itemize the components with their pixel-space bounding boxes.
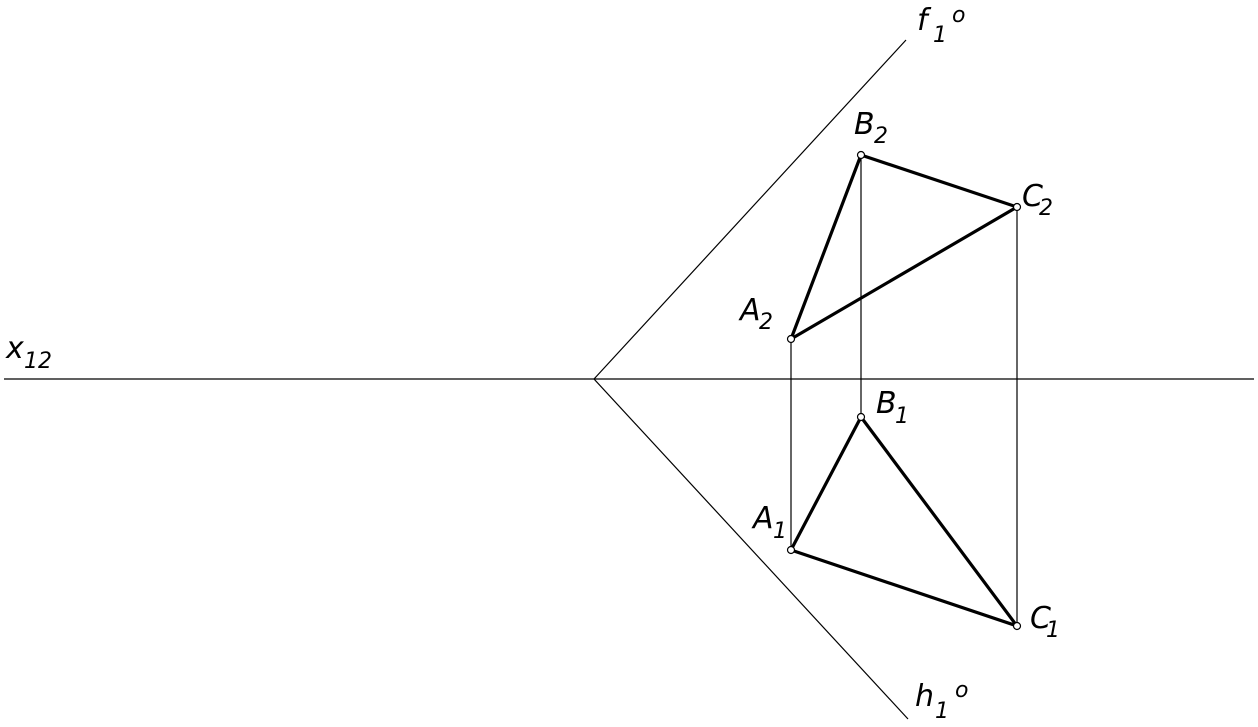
svg-text:o: o [952,3,965,28]
point-c2 [1012,202,1022,212]
svg-text:C: C [1022,179,1043,214]
point-b2 [856,150,866,160]
svg-text:B: B [876,386,897,421]
svg-text:12: 12 [24,349,52,374]
svg-text:1: 1 [935,699,949,724]
svg-text:A: A [751,501,774,536]
svg-text:B: B [854,107,875,142]
label-c2: C 2 [1022,179,1053,221]
label-c1: C 1 [1030,601,1060,643]
point-c1 [1012,621,1022,631]
svg-text:1: 1 [895,404,909,429]
triangle-front-projection [789,153,1019,341]
label-h1: h 1 o [915,678,968,724]
label-f1: f 1 o [917,3,965,48]
label-a2: A 2 [738,293,773,335]
svg-text:1: 1 [933,23,947,48]
point-a2 [786,334,796,344]
trace-h1-line [593,378,909,720]
trace-f1-line [593,39,907,380]
point-a1 [786,545,796,555]
label-b1: B 1 [876,386,909,429]
svg-text:f: f [917,3,932,38]
svg-text:o: o [955,678,968,703]
label-a1: A 1 [751,501,787,544]
point-b1 [856,412,866,422]
svg-text:1: 1 [1046,618,1060,643]
triangle-top-projection [789,415,1019,628]
label-b2: B 2 [854,107,888,149]
svg-text:1: 1 [773,519,787,544]
svg-text:C: C [1030,601,1051,636]
svg-text:h: h [915,679,934,714]
svg-text:2: 2 [759,310,773,335]
svg-text:x: x [5,331,24,366]
svg-text:2: 2 [1039,196,1053,221]
svg-text:A: A [738,293,761,328]
label-axis-x12: x 12 [5,331,52,374]
svg-text:2: 2 [874,124,888,149]
